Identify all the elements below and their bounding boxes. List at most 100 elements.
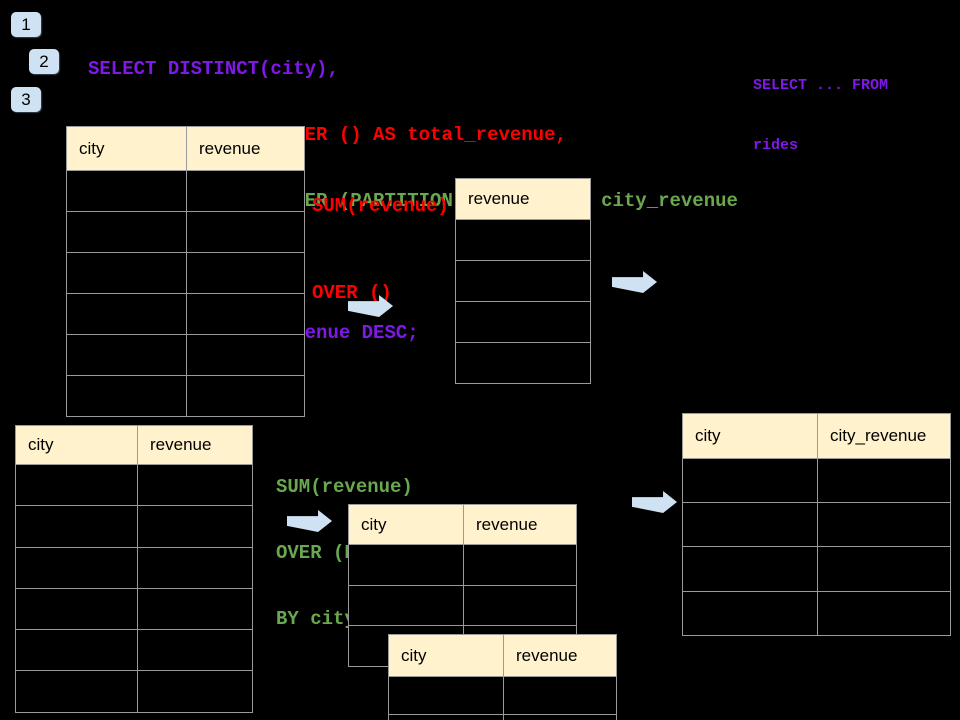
table-cell-empty xyxy=(349,625,463,666)
table-row xyxy=(456,301,590,342)
table-cell-empty xyxy=(349,544,463,585)
table-cell-empty xyxy=(67,211,186,252)
column-header-city: city xyxy=(79,138,105,158)
table-row xyxy=(67,334,304,375)
table-header-row: city revenue xyxy=(67,127,304,170)
table-cell-empty xyxy=(817,546,950,591)
sql-line-select: SELECT DISTINCT(city), xyxy=(88,58,339,80)
column-header-city: city xyxy=(361,514,387,534)
column-header-city: city xyxy=(695,426,721,445)
table-row xyxy=(456,219,590,260)
table-header-row: city revenue xyxy=(16,426,252,464)
column-header-city: city xyxy=(28,435,54,454)
table-cell-empty xyxy=(817,502,950,547)
table-row xyxy=(683,502,950,547)
table-row xyxy=(16,629,252,671)
annotation-total-revenue: SUM(revenue) OVER () xyxy=(312,134,449,366)
source-table-bottom: city revenue xyxy=(15,425,253,713)
table-row xyxy=(683,590,950,635)
table-cell-empty xyxy=(683,546,817,590)
table-cell-empty xyxy=(16,546,137,588)
annotation-partition-line1: SUM(revenue) xyxy=(276,476,413,498)
side-note-line2: rides xyxy=(753,137,799,154)
table-row xyxy=(16,670,252,712)
table-cell-empty xyxy=(186,293,304,334)
table-cell-empty xyxy=(186,211,304,252)
table-cell-empty xyxy=(503,676,616,714)
table-row xyxy=(389,714,616,720)
table-cell-empty xyxy=(186,375,304,416)
table-header-row: city city_revenue xyxy=(683,414,950,458)
table-cell-empty xyxy=(349,584,463,626)
table-cell-empty xyxy=(456,219,590,260)
right-arrow-icon xyxy=(632,491,677,513)
table-cell-empty xyxy=(16,629,137,670)
table-row xyxy=(67,252,304,293)
table-cell-empty xyxy=(503,714,616,720)
table-row xyxy=(349,584,576,626)
table-cell-empty xyxy=(137,629,252,671)
table-row xyxy=(683,458,950,503)
annotation-total-line1: SUM(revenue) xyxy=(312,195,449,217)
table-cell-empty xyxy=(456,342,590,383)
side-note-select-from-rides: SELECT ... FROM rides xyxy=(753,36,888,196)
table-cell-empty xyxy=(817,458,950,503)
total-revenue-result-table: revenue xyxy=(455,178,591,384)
table-row xyxy=(683,546,950,591)
step-badge-1: 1 xyxy=(11,12,41,37)
table-row xyxy=(389,676,616,714)
partition-step-table: city revenue xyxy=(348,504,577,667)
table-cell-empty xyxy=(67,334,186,375)
table-row xyxy=(456,342,590,383)
table-cell-empty xyxy=(389,676,503,714)
table-cell-empty xyxy=(463,544,576,585)
table-cell-empty xyxy=(456,260,590,301)
annotation-total-line2: OVER () xyxy=(312,282,392,304)
table-cell-empty xyxy=(137,587,252,630)
table-header-row: city revenue xyxy=(349,505,576,544)
table-cell-empty xyxy=(186,170,304,211)
side-note-line1: SELECT ... FROM xyxy=(753,77,889,94)
table-cell-empty xyxy=(67,170,186,211)
table-cell-empty xyxy=(186,252,304,293)
table-cell-empty xyxy=(683,590,817,635)
table-cell-empty xyxy=(817,590,950,635)
column-header-revenue: revenue xyxy=(137,426,252,464)
table-cell-empty xyxy=(67,375,186,416)
table-cell-empty xyxy=(137,464,252,506)
column-header-revenue: revenue xyxy=(463,505,576,544)
column-header-revenue: revenue xyxy=(503,635,616,676)
table-cell-empty xyxy=(67,293,186,334)
table-cell-empty xyxy=(389,714,503,720)
table-row xyxy=(67,293,304,334)
column-header-revenue: revenue xyxy=(186,127,304,170)
step-badge-2: 2 xyxy=(29,49,59,74)
table-row xyxy=(349,544,576,585)
table-cell-empty xyxy=(16,464,137,505)
table-row xyxy=(67,170,304,211)
table-header-row: revenue xyxy=(456,179,590,219)
table-row xyxy=(16,587,252,630)
table-cell-empty xyxy=(683,502,817,546)
table-cell-empty xyxy=(67,252,186,293)
table-row xyxy=(456,260,590,301)
table-cell-empty xyxy=(137,670,252,712)
table-row xyxy=(67,375,304,416)
source-table-top: city revenue xyxy=(66,126,305,417)
column-header-city: city xyxy=(401,645,427,665)
step-badge-3: 3 xyxy=(11,87,41,112)
table-cell-empty xyxy=(16,505,137,546)
partition-step-overlay-table: city revenue xyxy=(388,634,617,720)
table-row xyxy=(67,211,304,252)
table-cell-empty xyxy=(16,670,137,711)
table-cell-empty xyxy=(16,587,137,629)
table-row xyxy=(16,505,252,547)
table-row xyxy=(16,464,252,506)
table-cell-empty xyxy=(137,546,252,588)
table-cell-empty xyxy=(186,334,304,375)
table-cell-empty xyxy=(137,505,252,547)
table-cell-empty xyxy=(463,584,576,626)
table-header-row: city revenue xyxy=(389,635,616,676)
table-row xyxy=(16,546,252,588)
